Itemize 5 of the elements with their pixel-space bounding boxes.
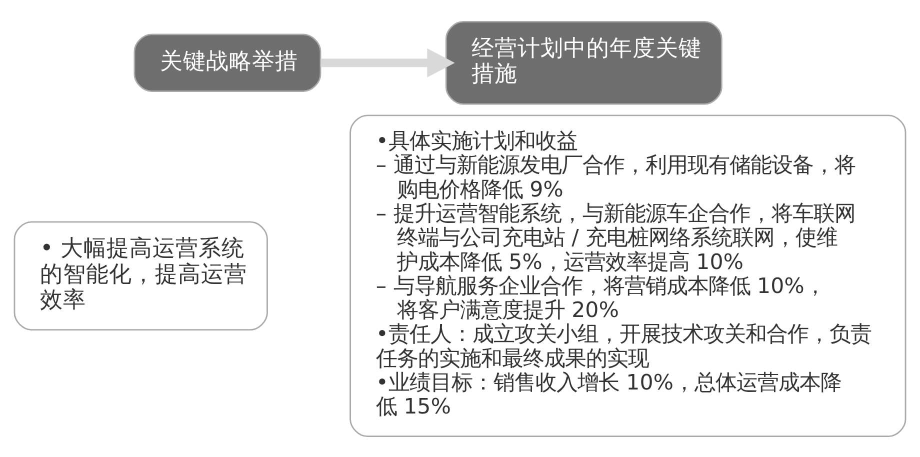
- node-box: 经营计划中的年度关键措施: [445, 20, 722, 104]
- node-box: •具体实施计划和收益 – 通过与新能源发电厂合作，利用现有储能设备，将购电价格降低 9% – 提升运营智能系统，与新能源车企合作，将车联网终端与公司充电站 / 充电桩网络系统联网，使维护成本降低 5%，运营效率提高 10% – 与导航服务企业合作，将营销成本降低 10%，将客户满意度提升 20% •责任人：成立攻关小组，开展技术攻关和合作，负责任务的实施和最终成果的实现 •业绩目标：销售收入增长 10%，总体运营成本降低 15%: [350, 114, 906, 437]
- arrow: [320, 48, 455, 77]
- node-box: • 大幅提高运营系统的智能化，提高运营效率: [14, 220, 268, 330]
- node-box: 关键战略举措: [134, 33, 322, 92]
